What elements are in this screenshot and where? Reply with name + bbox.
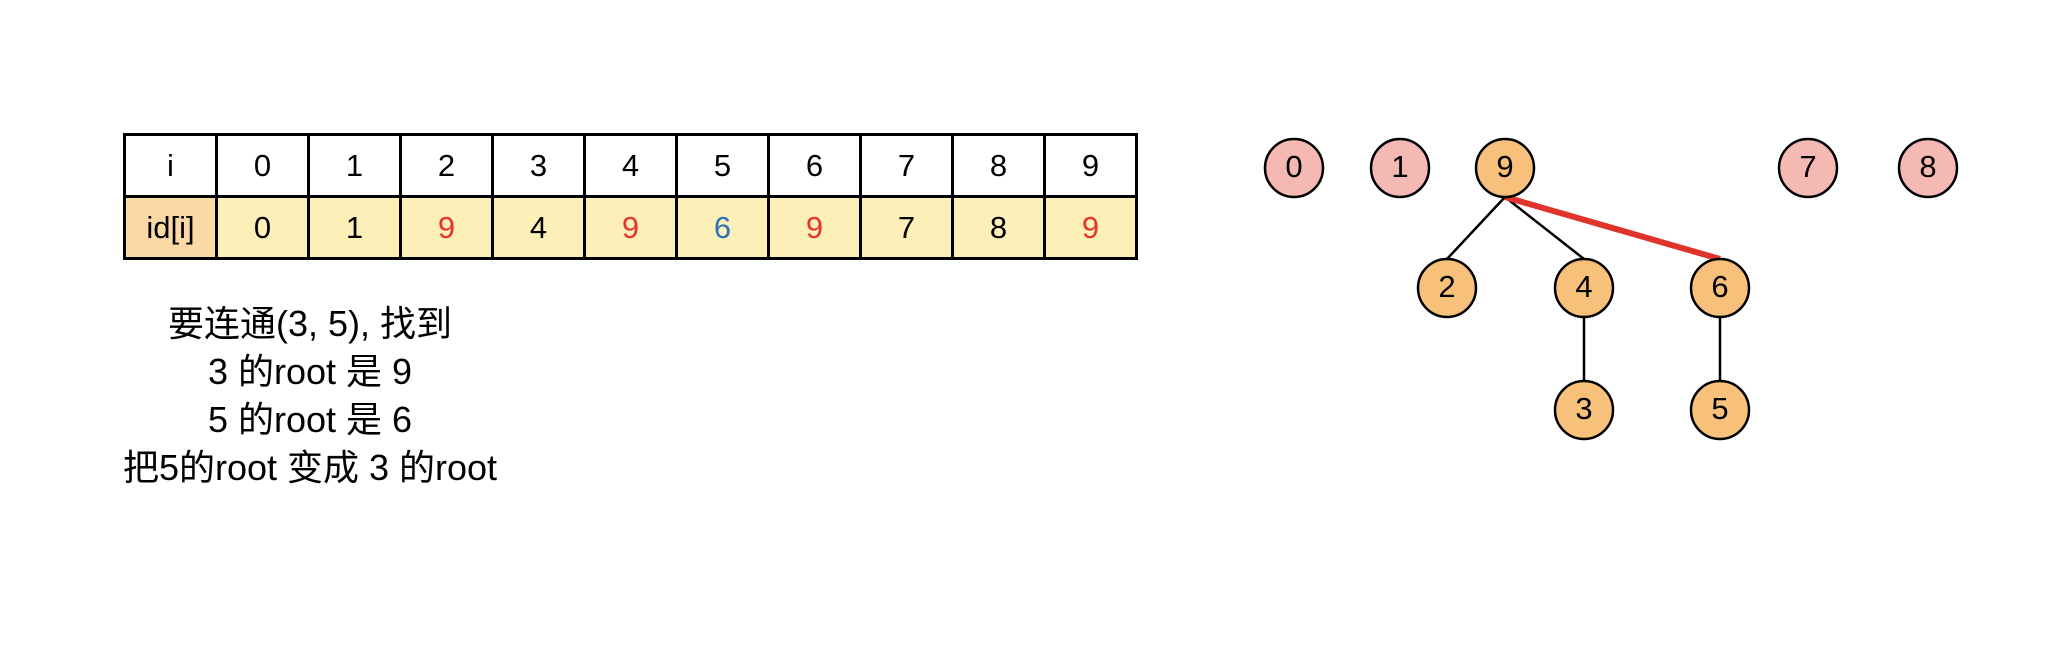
- node-circle: [1689, 379, 1751, 441]
- edges-layer: [1446, 194, 1722, 381]
- index-cell: 8: [951, 133, 1046, 198]
- value-cell: 4: [491, 195, 586, 260]
- node-1: 1: [1369, 137, 1431, 199]
- note-line: 5 的root 是 6: [207, 399, 413, 440]
- node-2: 2: [1416, 257, 1478, 319]
- node-label: 9: [1496, 149, 1513, 184]
- node-circle: [1369, 137, 1431, 199]
- union-edge-9-6: [1504, 194, 1721, 262]
- value-cell: 7: [859, 195, 954, 260]
- nodes-layer: 0 1 9 7 8 2 4 6 3 5: [1263, 137, 1959, 441]
- node-8: 8: [1897, 137, 1959, 199]
- node-9: 9: [1474, 137, 1536, 199]
- value-cell: 8: [951, 195, 1046, 260]
- node-label: 7: [1799, 149, 1816, 184]
- node-circle: [1553, 379, 1615, 441]
- node-circle: [1897, 137, 1959, 199]
- node-circle: [1416, 257, 1478, 319]
- node-7: 7: [1777, 137, 1839, 199]
- index-cell: 0: [215, 133, 310, 198]
- index-cell: 1: [307, 133, 402, 198]
- index-cell: 7: [859, 133, 954, 198]
- index-row-label: i: [123, 133, 218, 198]
- node-label: 5: [1711, 391, 1728, 426]
- index-cell: 3: [491, 133, 586, 198]
- node-label: 8: [1919, 149, 1936, 184]
- node-circle: [1777, 137, 1839, 199]
- tree-edge-9-2: [1446, 196, 1506, 260]
- id-array-table: i 0 1 2 3 4 5 6 7 8 9 id[i] 0 1 9 4 9 6 …: [123, 133, 1138, 260]
- index-cell: 5: [675, 133, 770, 198]
- node-5: 5: [1689, 379, 1751, 441]
- node-label: 6: [1711, 269, 1728, 304]
- note-line: 要连通(3, 5), 找到: [167, 303, 453, 344]
- index-cell: 4: [583, 133, 678, 198]
- node-label: 1: [1391, 149, 1408, 184]
- node-0: 0: [1263, 137, 1325, 199]
- explanation-text: 要连通(3, 5), 找到 3 的root 是 9 5 的root 是 6 把5…: [0, 300, 620, 492]
- value-cell: 9: [1043, 195, 1138, 260]
- value-cell: 9: [583, 195, 678, 260]
- node-circle: [1263, 137, 1325, 199]
- node-circle: [1474, 137, 1536, 199]
- value-cell: 9: [767, 195, 862, 260]
- note-line: 3 的root 是 9: [207, 351, 413, 392]
- index-cell: 6: [767, 133, 862, 198]
- value-cell: 0: [215, 195, 310, 260]
- node-label: 2: [1438, 269, 1455, 304]
- index-row: i 0 1 2 3 4 5 6 7 8 9: [123, 133, 1138, 198]
- value-row: id[i] 0 1 9 4 9 6 9 7 8 9: [123, 195, 1138, 260]
- index-cell: 9: [1043, 133, 1138, 198]
- value-cell: 9: [399, 195, 494, 260]
- node-label: 3: [1575, 391, 1592, 426]
- node-3: 3: [1553, 379, 1615, 441]
- value-row-label: id[i]: [123, 195, 218, 260]
- note-line: 把5的root 变成 3 的root: [122, 447, 498, 488]
- node-6: 6: [1689, 257, 1751, 319]
- node-circle: [1689, 257, 1751, 319]
- index-cell: 2: [399, 133, 494, 198]
- node-4: 4: [1553, 257, 1615, 319]
- node-circle: [1553, 257, 1615, 319]
- node-label: 4: [1575, 269, 1592, 304]
- value-cell: 1: [307, 195, 402, 260]
- node-label: 0: [1285, 149, 1302, 184]
- value-cell: 6: [675, 195, 770, 260]
- tree-edge-9-4: [1504, 196, 1585, 260]
